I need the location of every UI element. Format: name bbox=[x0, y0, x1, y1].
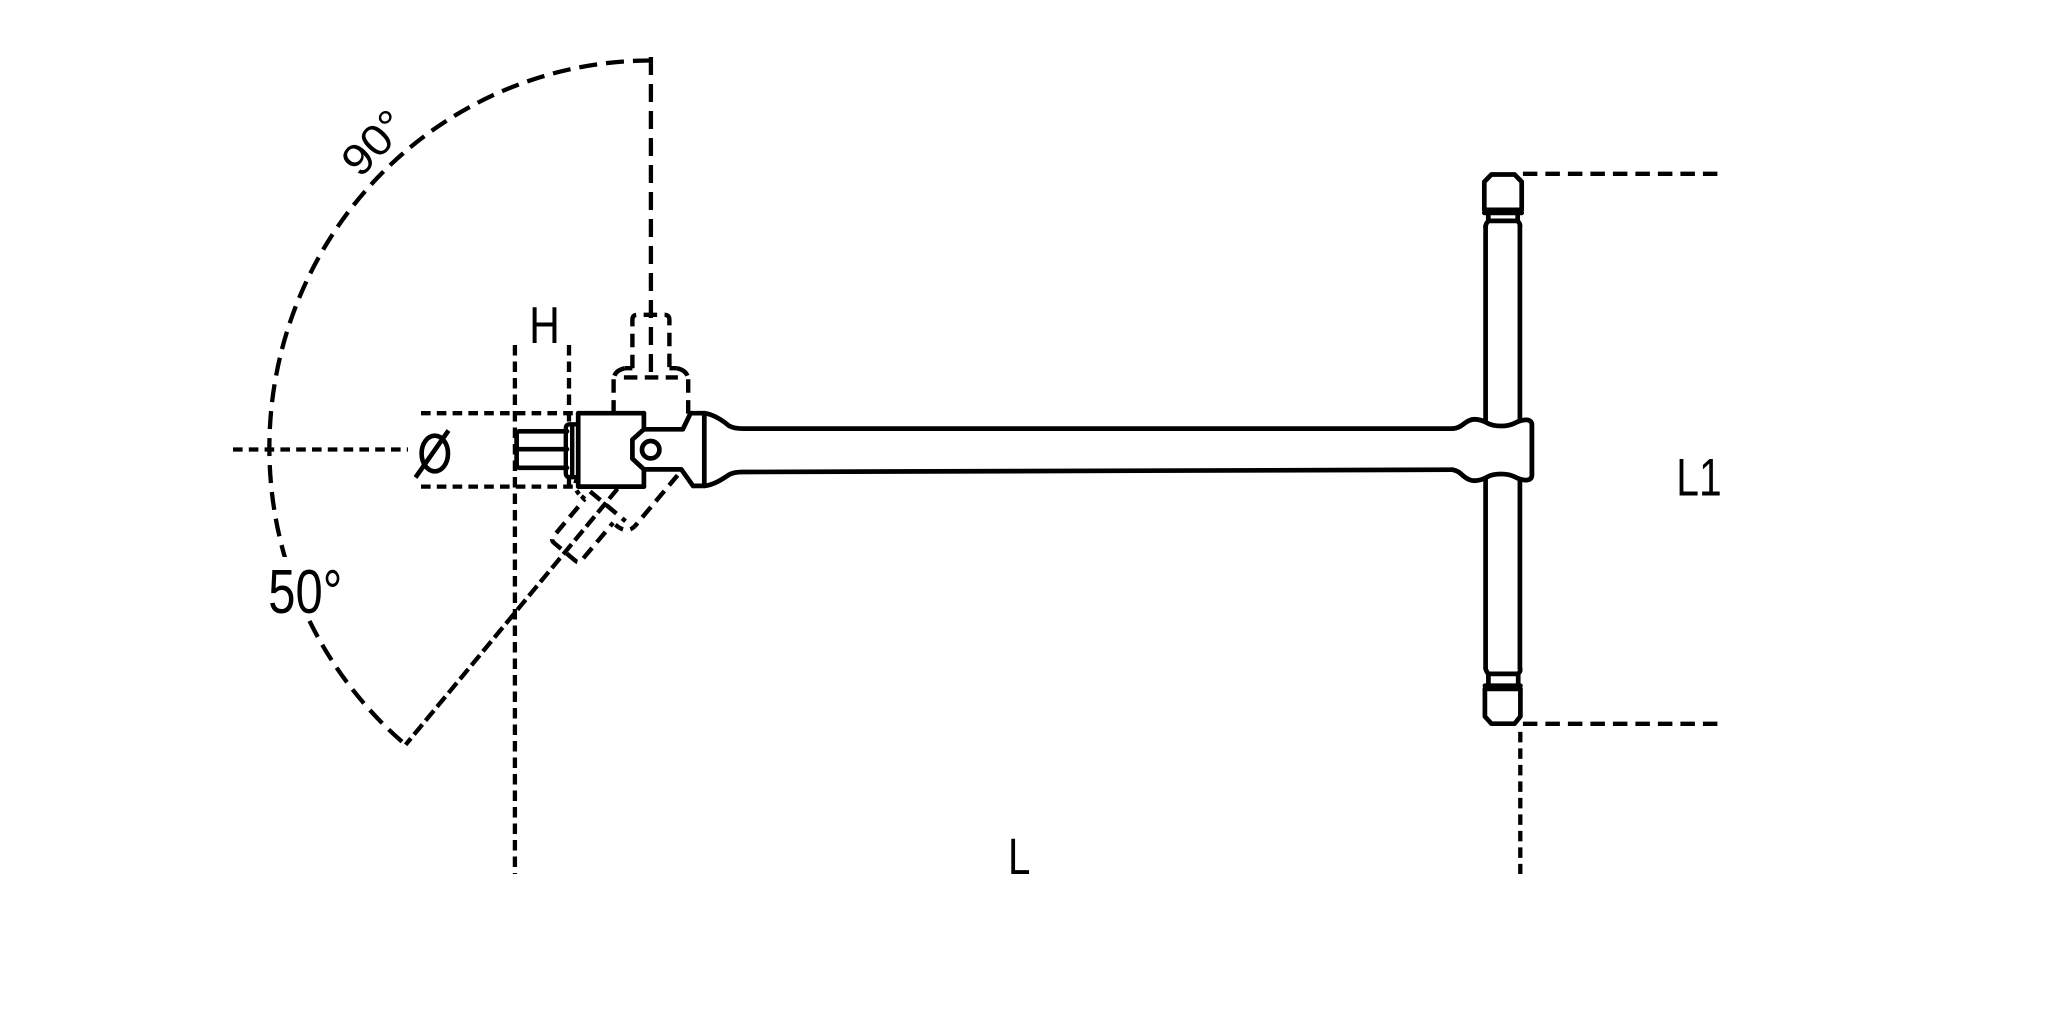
svg-text:H: H bbox=[529, 297, 560, 355]
svg-text:L: L bbox=[1008, 827, 1030, 885]
svg-text:50°: 50° bbox=[268, 557, 342, 627]
svg-text:L1: L1 bbox=[1676, 448, 1721, 507]
svg-text:90°: 90° bbox=[331, 100, 416, 185]
